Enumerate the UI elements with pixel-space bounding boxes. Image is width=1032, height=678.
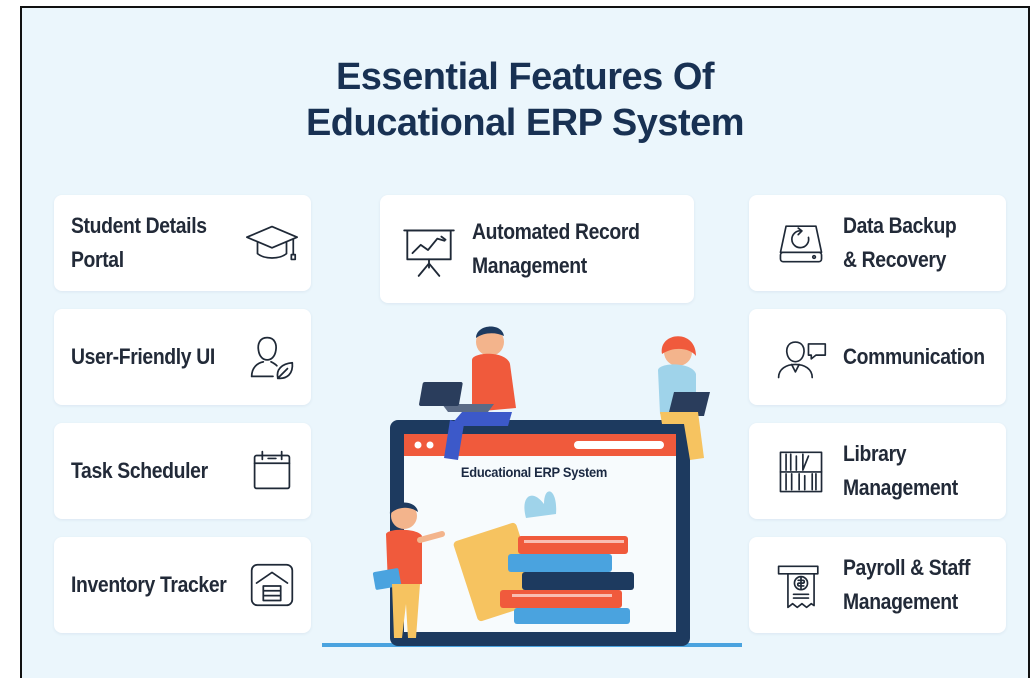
browser-bar: [404, 434, 676, 456]
feature-label: User-Friendly UI: [71, 344, 215, 369]
book: [500, 590, 622, 608]
presentation-chart-icon: [398, 218, 460, 280]
title-line-1: Essential Features Of: [335, 56, 715, 98]
book: [514, 608, 630, 624]
feature-card-student-details-portal: Student Details Portal: [54, 195, 311, 291]
person-pants: [660, 412, 704, 460]
feature-card-task-scheduler: Task Scheduler: [54, 423, 311, 519]
feature-label: Payroll & Staff Management: [843, 555, 971, 614]
person-pants: [392, 584, 420, 638]
screen-title: Educational ERP System: [460, 464, 608, 480]
leaves: [524, 491, 557, 518]
feature-card-data-backup-recovery: Data Backup & Recovery: [749, 195, 1006, 291]
feature-label: Task Scheduler: [71, 458, 208, 483]
feature-card-inventory-tracker: Inventory Tracker: [54, 537, 311, 633]
feature-label: Automated Record Management: [472, 219, 640, 278]
user-leaf-icon: [243, 328, 301, 386]
calendar-icon: [243, 442, 301, 500]
book: [518, 536, 628, 554]
erp-illustration: Educational ERP System: [312, 308, 752, 678]
person-head: [476, 328, 504, 356]
page-title: Essential Features Of Educational ERP Sy…: [22, 54, 1028, 146]
bookshelf-icon: [773, 443, 829, 499]
laptop: [668, 392, 710, 416]
book: [522, 572, 634, 590]
book: [508, 554, 612, 572]
feature-card-communication: Communication: [749, 309, 1006, 405]
feature-label: Data Backup & Recovery: [843, 213, 957, 272]
people-chat-icon: [773, 329, 829, 385]
infographic-frame: Essential Features Of Educational ERP Sy…: [20, 6, 1030, 678]
title-line-2: Educational ERP System: [305, 102, 745, 144]
feature-label: Library Management: [843, 441, 958, 500]
feature-label: Student Details Portal: [71, 213, 207, 272]
feature-card-automated-record-management: Automated Record Management: [380, 195, 694, 303]
person-shirt: [472, 353, 516, 412]
feature-card-library-management: Library Management: [749, 423, 1006, 519]
graduation-cap-icon: [243, 214, 301, 272]
feature-label: Communication: [843, 344, 985, 369]
feature-card-payroll-staff-management: Payroll & Staff Management: [749, 537, 1006, 633]
payroll-receipt-icon: [773, 557, 829, 613]
feature-card-user-friendly-ui: User-Friendly UI: [54, 309, 311, 405]
backup-drive-icon: [773, 215, 829, 271]
feature-label: Inventory Tracker: [71, 572, 227, 597]
illustration-graphic: [322, 326, 742, 647]
warehouse-icon: [243, 556, 301, 614]
person-pants: [450, 412, 512, 426]
person-head: [391, 503, 417, 529]
